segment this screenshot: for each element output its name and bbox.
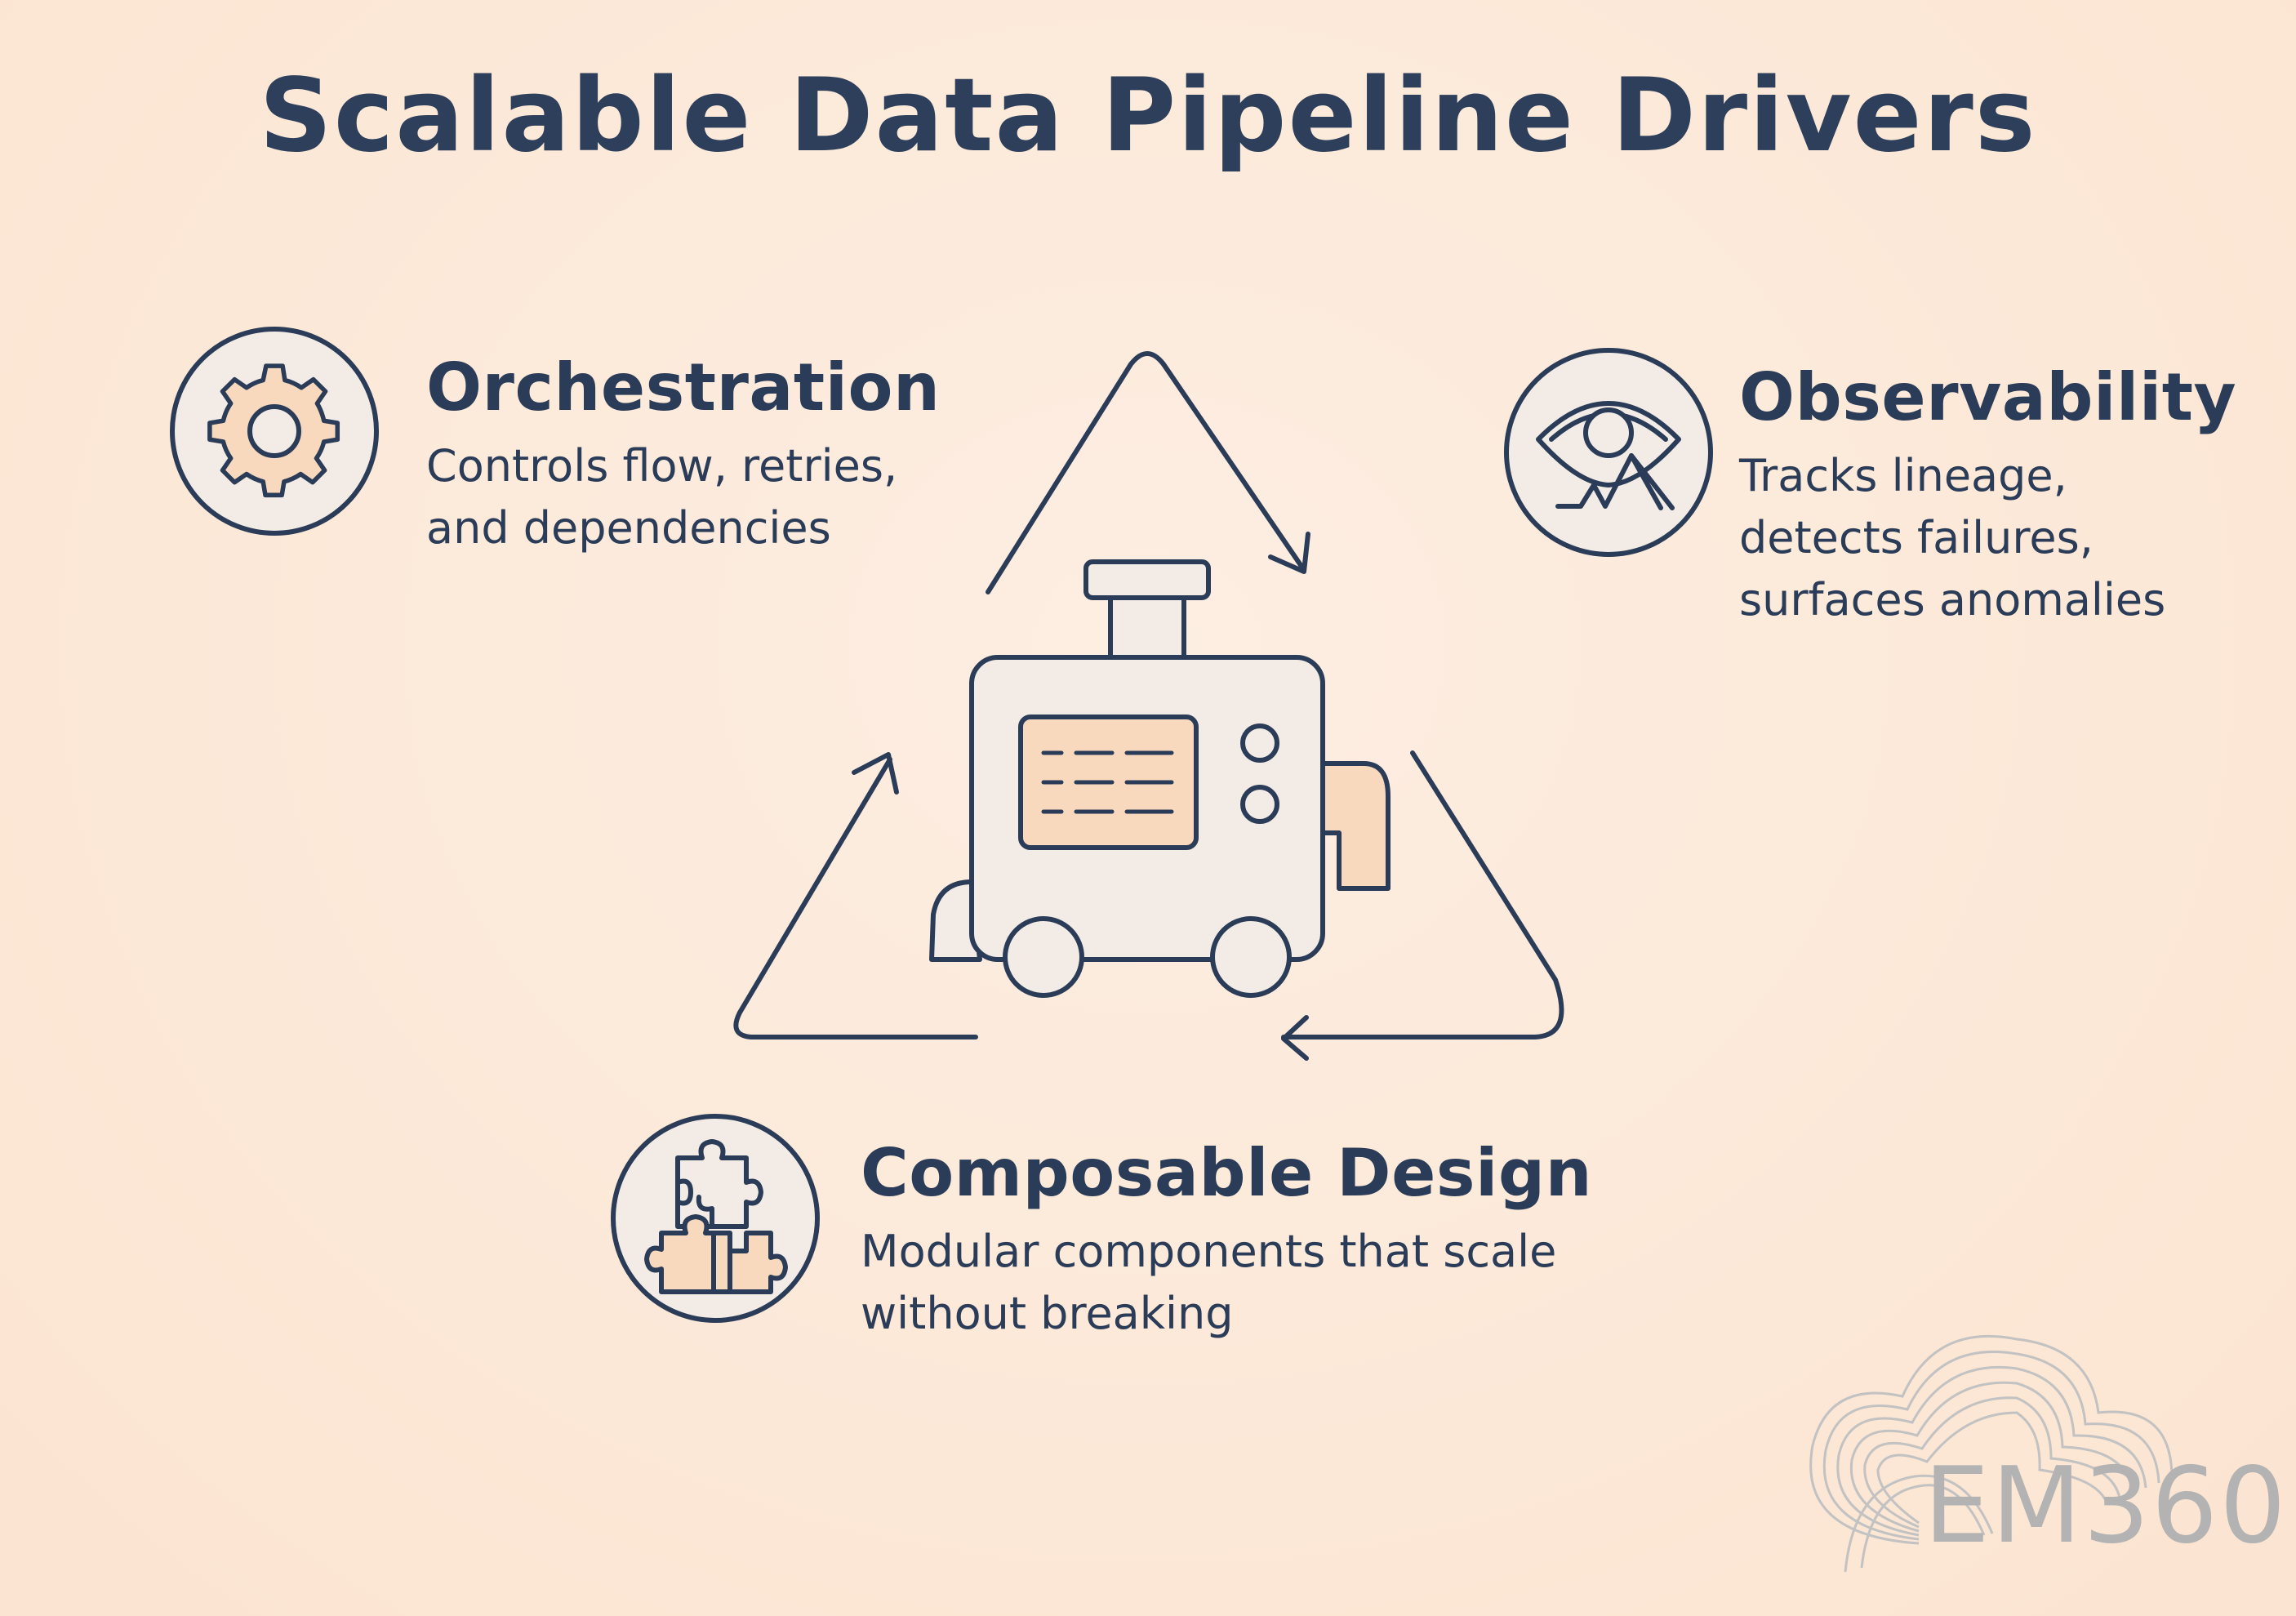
observability-line-3: surfaces anomalies [1739, 574, 2166, 625]
observability-line-1: Tracks lineage, [1739, 450, 2067, 501]
cycle-arrow-left [733, 757, 978, 1039]
cycle-arrow-top [986, 351, 1305, 594]
eye-icon [1536, 401, 1681, 510]
puzzle-icon [644, 1139, 788, 1294]
orchestration-icon-circle [170, 327, 379, 536]
cycle-arrowhead-top [1268, 532, 1310, 574]
gear-icon [207, 363, 340, 498]
composable-line-2: without breaking [861, 1288, 1234, 1339]
composable-line-1: Modular components that scale [861, 1226, 1557, 1277]
em360-logo-text: EM360 [1924, 1445, 2288, 1567]
page-title: Scalable Data Pipeline Drivers [259, 57, 2037, 175]
pipeline-machine-icon [929, 559, 1391, 998]
composable-heading: Composable Design [861, 1135, 1593, 1211]
observability-line-2: detects failures, [1739, 512, 2094, 563]
orchestration-heading: Orchestration [426, 349, 941, 425]
orchestration-line-2: and dependencies [426, 502, 831, 554]
orchestration-block: Orchestration Controls flow, retries, an… [426, 349, 940, 559]
cycle-arrow-right [1281, 750, 1564, 1039]
composable-block: Composable Design Modular components tha… [861, 1135, 1592, 1345]
observability-description: Tracks lineage, detects failures, surfac… [1739, 445, 2236, 631]
composable-icon-circle [611, 1114, 820, 1323]
cycle-arrowhead-right [1281, 1015, 1309, 1061]
composable-description: Modular components that scale without br… [861, 1221, 1592, 1345]
cycle-diagram [733, 351, 1564, 1061]
orchestration-description: Controls flow, retries, and dependencies [426, 435, 940, 559]
cycle-arrowhead-left [852, 752, 899, 795]
observability-block: Observability Tracks lineage, detects fa… [1739, 359, 2236, 631]
em360-logo-mark [1809, 1334, 2174, 1573]
observability-icon-circle [1504, 348, 1713, 557]
observability-heading: Observability [1739, 359, 2237, 435]
orchestration-line-1: Controls flow, retries, [426, 440, 898, 492]
